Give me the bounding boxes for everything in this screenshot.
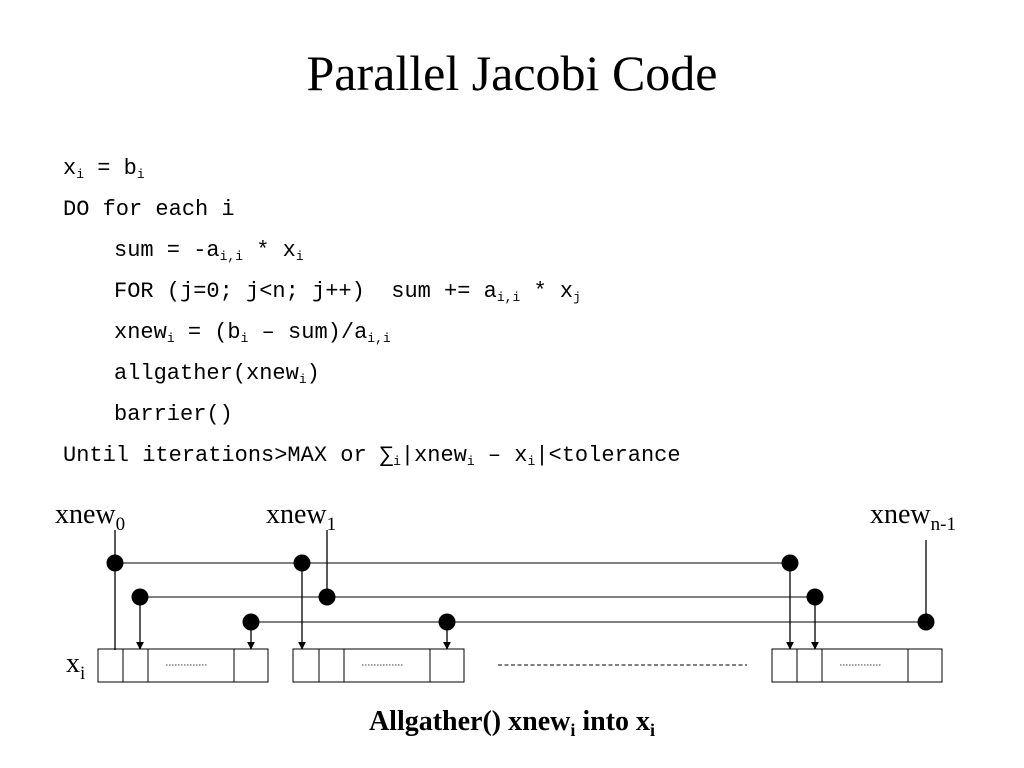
- array-process-0: [97, 648, 269, 683]
- array-process-n-1: [771, 648, 943, 683]
- label-xnew-1: xnew1: [266, 499, 337, 535]
- dot: [917, 613, 935, 631]
- dot: [318, 588, 336, 606]
- dot: [106, 554, 124, 572]
- label-xnew-n-1: xnewn-1: [870, 499, 956, 535]
- dot: [131, 588, 149, 606]
- code-line-4: FOR (j=0; j<n; j++) sum += ai,i * xj: [114, 279, 581, 305]
- code-line-5: xnewi = (bi – sum)/ai,i: [114, 320, 391, 346]
- label-x-i: xi: [66, 648, 86, 684]
- code-line-2: DO for each i: [63, 197, 235, 222]
- code-line-7: barrier(): [114, 402, 233, 427]
- code-line-6: allgather(xnewi): [114, 361, 320, 387]
- slide-title: Parallel Jacobi Code: [306, 45, 718, 101]
- diagram-caption: Allgather() xnewi into xi: [368, 706, 656, 740]
- array-process-1: [292, 648, 465, 683]
- label-xnew-0: xnew0: [55, 499, 126, 535]
- dot: [781, 554, 799, 572]
- code-line-3: sum = -ai,i * xi: [114, 238, 304, 264]
- code-line-1: xi = bi: [63, 156, 145, 182]
- dot: [438, 613, 456, 631]
- dot: [242, 613, 260, 631]
- dot: [293, 554, 311, 572]
- dot: [806, 588, 824, 606]
- code-line-8: Until iterations>MAX or ∑i|xnewi – xi|<t…: [63, 443, 681, 469]
